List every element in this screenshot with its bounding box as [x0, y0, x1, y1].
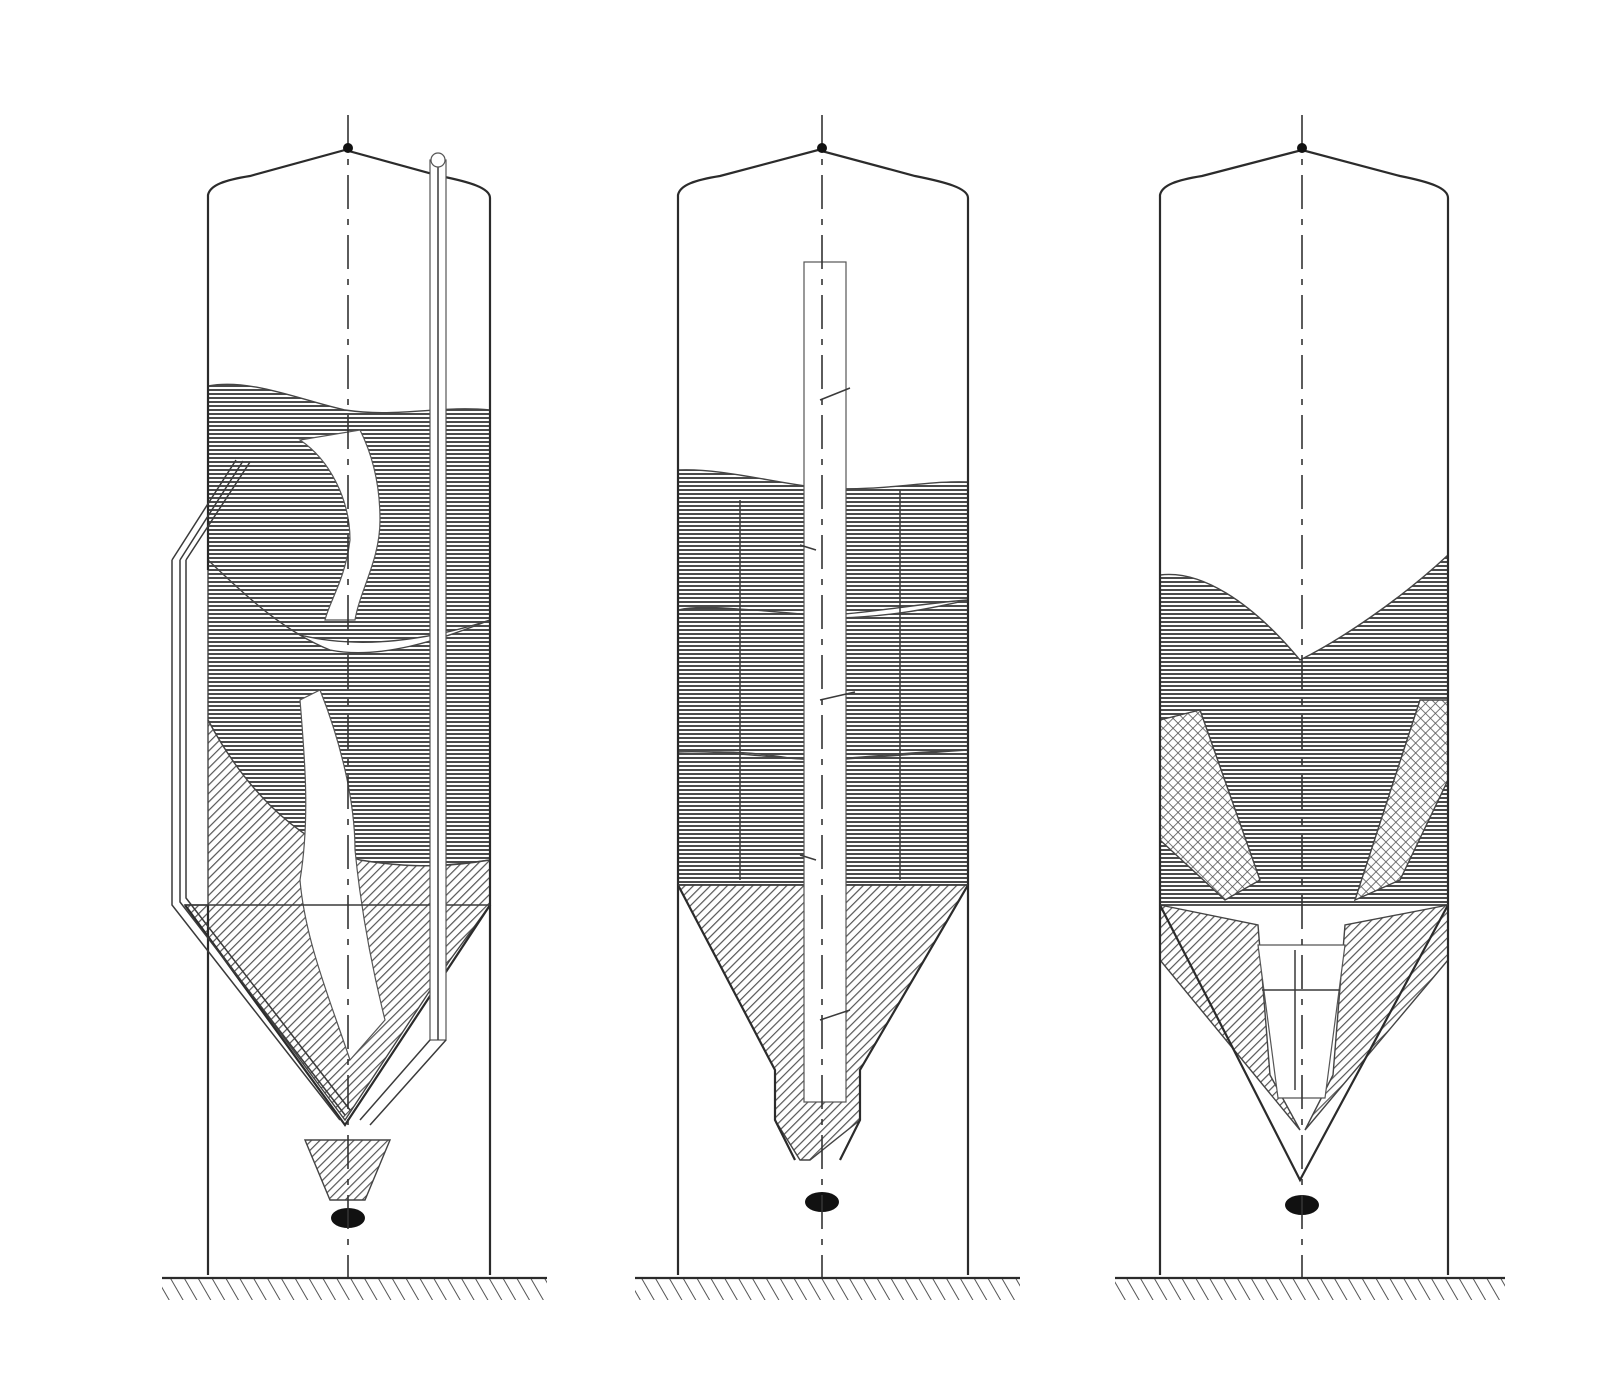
silo-1-tube-cap	[430, 152, 446, 168]
silo-1-bypass-tube-inner	[179, 460, 346, 1116]
silo-2-ground	[635, 1278, 1020, 1300]
silo-2-tube-inlet-arrows	[799, 387, 856, 1021]
silo-1-flow-channel-lower	[299, 689, 386, 1062]
silo-3	[1115, 115, 1505, 1300]
silo-3-ground	[1115, 1278, 1505, 1300]
silo-3-insert-cone-detail	[1262, 950, 1340, 1090]
silo-1-bypass-tube	[171, 459, 351, 1121]
silo-1-internal-tube-bend	[359, 1039, 447, 1126]
silo-1-flow-channel	[298, 429, 381, 621]
silo-1	[162, 115, 547, 1300]
silo-1-ground	[162, 1278, 547, 1300]
silo-1-roof-vent	[343, 143, 353, 153]
silo-2-central-tube	[803, 261, 847, 1103]
silo-3-hopper	[1159, 904, 1449, 1183]
silo-1-hopper-outlet	[303, 1139, 392, 1201]
silo-2-hopper	[677, 884, 969, 1161]
silo-2-shear-lines	[739, 490, 901, 880]
silo-2-roof-vent	[817, 143, 827, 153]
silo-2	[635, 115, 1020, 1300]
silo-3-roof-vent	[1297, 143, 1307, 153]
silo-2-wall	[676, 148, 970, 1275]
